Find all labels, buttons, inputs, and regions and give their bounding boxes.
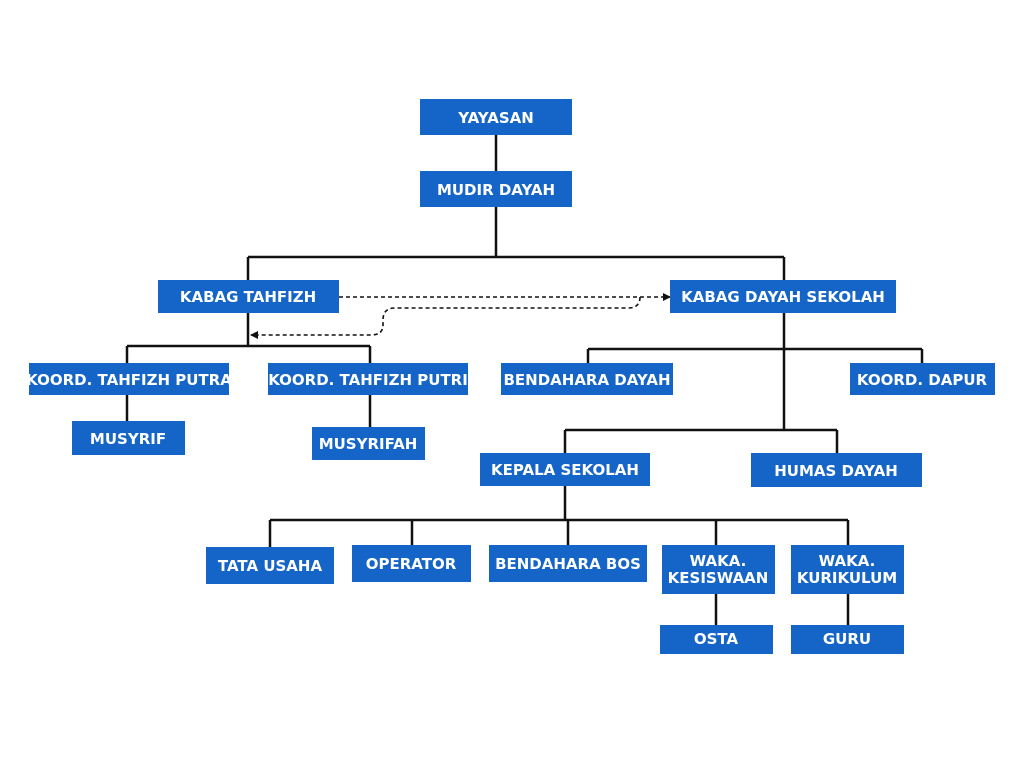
node-bendahara-bos: BENDAHARA BOS — [489, 545, 647, 582]
node-waka-kesiswaan: WAKA. KESISWAAN — [662, 545, 775, 594]
node-koord-tahfizh-putri: KOORD. TAHFIZH PUTRI — [268, 363, 468, 395]
nodes: YAYASAN MUDIR DAYAH KABAG TAHFIZH KABAG … — [26, 99, 995, 654]
node-humas-dayah-label: HUMAS DAYAH — [774, 462, 898, 480]
node-osta: OSTA — [660, 625, 773, 654]
node-koord-dapur: KOORD. DAPUR — [850, 363, 995, 395]
node-bendahara-dayah-label: BENDAHARA DAYAH — [503, 371, 670, 389]
node-guru: GURU — [791, 625, 904, 654]
node-guru-label: GURU — [823, 630, 871, 648]
node-kabag-tahfizh-label: KABAG TAHFIZH — [180, 288, 316, 306]
node-yayasan-label: YAYASAN — [457, 109, 534, 127]
node-kabag-tahfizh: KABAG TAHFIZH — [158, 280, 339, 313]
node-yayasan: YAYASAN — [420, 99, 572, 135]
edge-dayah-bendahara-dapur-bus — [586, 347, 924, 363]
edge-tahfizh-koord-bus — [125, 313, 372, 363]
node-musyrifah-label: MUSYRIFAH — [319, 435, 418, 453]
node-koord-tahfizh-putra: KOORD. TAHFIZH PUTRA — [26, 363, 232, 395]
coordination-arrow-bottom — [250, 296, 641, 339]
connectors — [125, 134, 924, 625]
node-waka-kurikulum-label-1: WAKA. — [819, 552, 876, 570]
node-waka-kurikulum-label-2: KURIKULUM — [797, 569, 897, 587]
edge-mudir-kabag-bus — [246, 207, 786, 280]
node-kepala-sekolah: KEPALA SEKOLAH — [480, 453, 650, 486]
node-operator: OPERATOR — [352, 545, 471, 582]
node-kepala-sekolah-label: KEPALA SEKOLAH — [491, 461, 639, 479]
node-waka-kesiswaan-label-2: KESISWAAN — [668, 569, 769, 587]
node-humas-dayah: HUMAS DAYAH — [751, 453, 922, 487]
node-koord-dapur-label: KOORD. DAPUR — [857, 371, 988, 389]
edge-dayah-kepala-humas-bus — [563, 428, 839, 453]
node-tata-usaha: TATA USAHA — [206, 547, 334, 584]
node-osta-label: OSTA — [694, 630, 739, 648]
edge-kepala-staff-bus — [268, 486, 850, 547]
node-koord-tahfizh-putri-label: KOORD. TAHFIZH PUTRI — [268, 371, 468, 389]
coordination-links — [250, 293, 671, 339]
node-mudir-dayah-label: MUDIR DAYAH — [437, 181, 555, 199]
node-kabag-dayah-sekolah-label: KABAG DAYAH SEKOLAH — [681, 288, 885, 306]
node-tata-usaha-label: TATA USAHA — [218, 557, 323, 575]
node-musyrifah: MUSYRIFAH — [312, 427, 425, 460]
node-waka-kurikulum: WAKA. KURIKULUM — [791, 545, 904, 594]
node-bendahara-bos-label: BENDAHARA BOS — [495, 555, 641, 573]
node-musyrif-label: MUSYRIF — [90, 430, 166, 448]
node-bendahara-dayah: BENDAHARA DAYAH — [501, 363, 673, 395]
node-waka-kesiswaan-label-1: WAKA. — [690, 552, 747, 570]
node-kabag-dayah-sekolah: KABAG DAYAH SEKOLAH — [670, 280, 896, 313]
node-koord-tahfizh-putra-label: KOORD. TAHFIZH PUTRA — [26, 371, 232, 389]
node-mudir-dayah: MUDIR DAYAH — [420, 171, 572, 207]
node-operator-label: OPERATOR — [366, 555, 457, 573]
node-musyrif: MUSYRIF — [72, 421, 185, 455]
